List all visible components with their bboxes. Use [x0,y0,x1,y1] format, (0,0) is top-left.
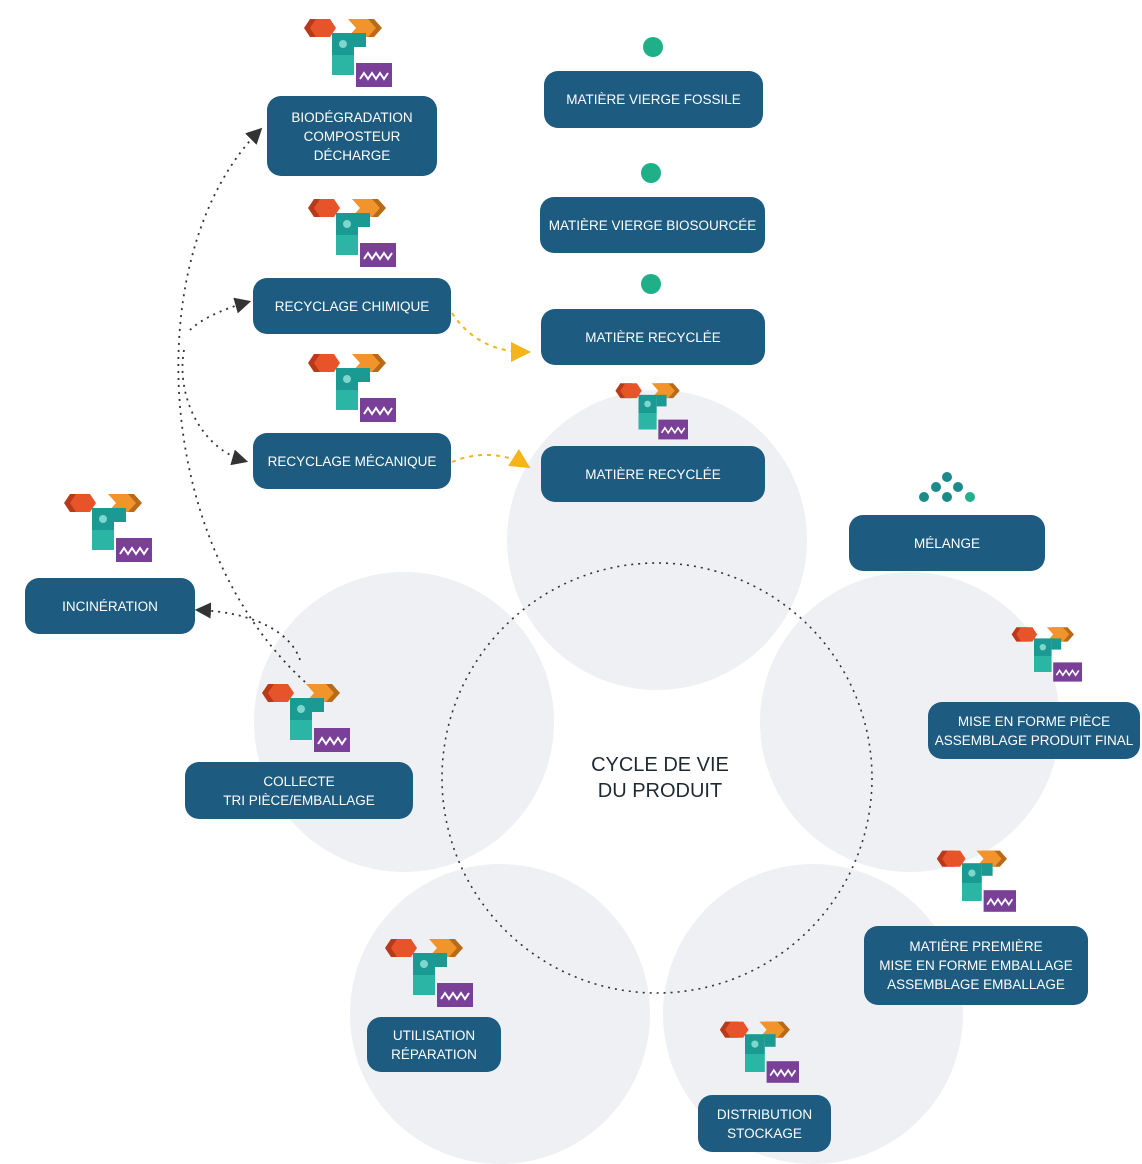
box-matiere-recyclee-2[interactable]: MATIÈRE RECYCLÉE [541,446,765,502]
icon-biodegradation [303,18,393,88]
dark-arrows [177,127,306,683]
cycle-dotted-ring [441,562,873,994]
arrow-to-recyclage-chimique [189,297,252,331]
box-recyclage-chimique-label: RECYCLAGE CHIMIQUE [274,298,430,314]
box-matiere-biosourcee-label: MATIÈRE VIERGE BIOSOURCÉE [548,217,757,233]
box-melange-label: MÉLANGE [913,535,981,551]
box-biodegradation[interactable]: BIODÉGRADATION COMPOSTEUR DÉCHARGE [267,96,437,176]
circle-top [507,390,807,690]
box-distribution[interactable]: DISTRIBUTION STOCKAGE [698,1095,831,1152]
melange-dots-icon [919,472,975,502]
icon-incineration [63,493,153,563]
box-matiere-fossile[interactable]: MATIÈRE VIERGE FOSSILE [544,71,763,128]
box-collecte-line2: TRI PIÈCE/EMBALLAGE [223,792,375,808]
circle-right [760,572,1060,872]
yellow-arrows [451,312,531,469]
box-mise-en-forme[interactable]: MISE EN FORME PIÈCE ASSEMBLAGE PRODUIT F… [928,702,1140,759]
box-utilisation[interactable]: UTILISATION RÉPARATION [367,1017,501,1072]
box-matiere-recyclee-1[interactable]: MATIÈRE RECYCLÉE [541,309,765,365]
box-matiere-premiere-line1: MATIÈRE PREMIÈRE [909,939,1043,954]
box-matiere-recyclee-1-label: MATIÈRE RECYCLÉE [585,329,721,345]
icon-chimique [307,198,397,268]
box-recyclage-mecanique-label: RECYCLAGE MÉCANIQUE [267,453,437,469]
dot-fossile [643,37,663,57]
box-recyclage-mecanique[interactable]: RECYCLAGE MÉCANIQUE [253,433,451,489]
cycle-title: CYCLE DE VIE DU PRODUIT [560,752,760,804]
box-matiere-biosourcee[interactable]: MATIÈRE VIERGE BIOSOURCÉE [540,197,765,253]
dot-biosourcee [641,163,661,183]
box-matiere-recyclee-2-label: MATIÈRE RECYCLÉE [585,466,721,482]
circle-bottom-left [350,864,650,1164]
box-matiere-premiere-line3: ASSEMBLAGE EMBALLAGE [887,977,1065,992]
box-distribution-line1: DISTRIBUTION [716,1106,813,1122]
box-matiere-premiere[interactable]: MATIÈRE PREMIÈRE MISE EN FORME EMBALLAGE… [864,926,1088,1005]
box-incineration-label: INCINÉRATION [62,598,158,614]
icon-mecanique [307,353,397,423]
arrow-chimique-to-recyclee [451,312,531,362]
box-recyclage-chimique[interactable]: RECYCLAGE CHIMIQUE [253,278,451,334]
box-matiere-premiere-line2: MISE EN FORME EMBALLAGE [879,958,1073,973]
arrow-to-biodegradation [177,127,306,683]
icon-matiere-premiere [935,849,1017,913]
box-mise-en-forme-line2: ASSEMBLAGE PRODUIT FINAL [934,732,1134,748]
box-utilisation-line2: RÉPARATION [391,1046,477,1062]
cycle-title-line2: DU PRODUIT [597,780,723,802]
box-matiere-fossile-label: MATIÈRE VIERGE FOSSILE [566,92,741,107]
teal-dots [641,37,663,294]
arrow-to-recyclage-mecanique [181,349,249,466]
box-melange[interactable]: MÉLANGE [849,515,1045,571]
box-distribution-line2: STOCKAGE [727,1125,802,1141]
arrow-mecanique-to-recyclee [451,448,531,469]
cycle-title-line1: CYCLE DE VIE [591,754,729,776]
box-utilisation-line1: UTILISATION [392,1027,476,1043]
box-biodegradation-line1: BIODÉGRADATION [291,109,413,125]
box-incineration[interactable]: INCINÉRATION [25,578,195,634]
box-biodegradation-line2: COMPOSTEUR [303,128,401,144]
box-biodegradation-line3: DÉCHARGE [313,147,391,163]
dot-recyclee [641,274,661,294]
box-collecte-line1: COLLECTE [263,773,335,789]
box-mise-en-forme-line1: MISE EN FORME PIÈCE [957,713,1111,729]
box-collecte[interactable]: COLLECTE TRI PIÈCE/EMBALLAGE [185,762,413,819]
